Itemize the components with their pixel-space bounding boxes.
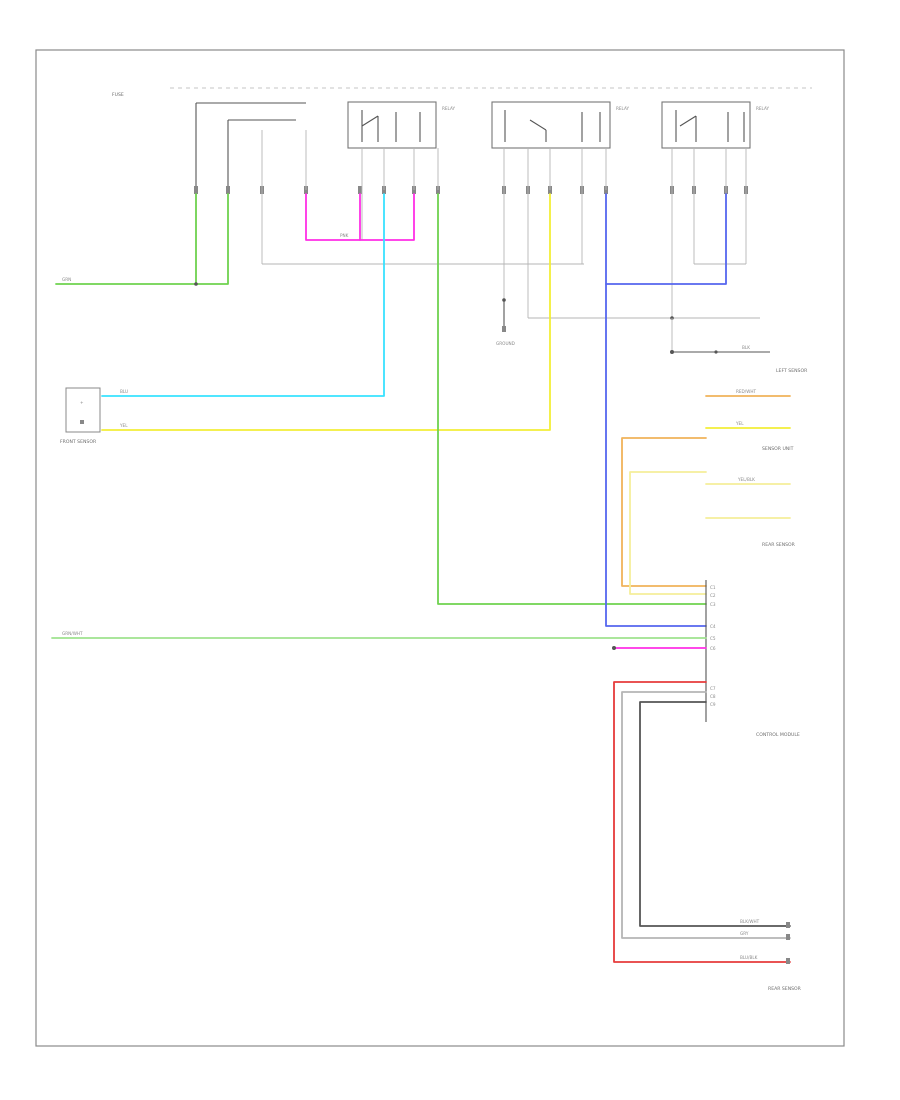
relay-2-label: RELAY xyxy=(616,106,630,111)
wire-label-pnk: PNK xyxy=(340,233,349,238)
relay-1-label: RELAY xyxy=(442,106,456,111)
wire-light-green-left: GRN/WHT xyxy=(51,631,707,639)
relay-1-box xyxy=(347,101,437,149)
wire-magenta-short xyxy=(612,646,707,650)
wire-green-left-feed: GRN xyxy=(55,193,229,286)
wire-magenta-loop: PNK xyxy=(305,193,415,241)
relay-3-label: RELAY xyxy=(756,106,770,111)
wire-cyan-front-sensor: BLU xyxy=(101,193,385,397)
relay-2: RELAY xyxy=(491,101,630,149)
wire-label-blu: BLU xyxy=(120,389,128,394)
ground-relay-2: GROUND xyxy=(496,298,515,346)
pin-c2: C2 xyxy=(710,593,716,598)
control-module-label: CONTROL MODULE xyxy=(756,732,800,738)
wire-dark-loops: BLK/WHT GRY xyxy=(621,691,791,939)
relay-3-box xyxy=(661,101,751,149)
relay-1: RELAY xyxy=(347,101,456,149)
wire-label-yel-blk: YEL/BLK xyxy=(737,477,755,482)
pin-c8: C8 xyxy=(710,694,716,699)
bottom-right-connector: REAR SENSOR xyxy=(768,922,802,992)
pin-c1: C1 xyxy=(710,585,716,590)
front-sensor: + FRONT SENSOR xyxy=(60,387,101,445)
wire-green-module xyxy=(437,193,707,605)
relay-2-box xyxy=(491,101,611,149)
wire-label-grn-1: GRN xyxy=(62,277,71,282)
sensor-unit-wires: RED/WHT YEL YEL/BLK SENSOR UNIT REAR SEN… xyxy=(621,389,796,595)
top-left-label-1: FUSE xyxy=(112,92,124,98)
sensor-unit-label: SENSOR UNIT xyxy=(762,446,794,452)
wire-label-blk-1: BLK xyxy=(742,345,750,350)
front-sensor-box xyxy=(65,387,101,433)
pin-c7: C7 xyxy=(710,686,716,691)
wire-blue xyxy=(605,193,727,627)
svg-text:+: + xyxy=(80,400,84,405)
relay-3: RELAY xyxy=(661,101,770,149)
bottom-right-label: REAR SENSOR xyxy=(768,986,802,992)
gray-relay-drops xyxy=(261,130,760,319)
wire-label-gry: GRY xyxy=(740,931,749,936)
front-sensor-label: FRONT SENSOR xyxy=(60,439,97,445)
wire-label-yel-2: YEL xyxy=(735,421,744,426)
wire-label-blk-wht: BLK/WHT xyxy=(740,919,760,924)
ground-label-1: GROUND xyxy=(496,341,515,346)
top-left-junction: FUSE xyxy=(112,92,306,190)
wire-yellow-front-sensor: YEL xyxy=(101,193,551,431)
pin-c3: C3 xyxy=(710,602,716,607)
left-sensor: BLK LEFT SENSOR xyxy=(670,316,808,374)
diagram-footer xyxy=(34,1043,36,1049)
diagram-frame xyxy=(35,49,845,1047)
top-connector-pins xyxy=(194,186,748,194)
pin-c4: C4 xyxy=(710,624,716,629)
pin-c6: C6 xyxy=(710,646,716,651)
control-module: C1 C2 C3 C4 C5 C6 C7 C8 C9 CONTROL MODUL… xyxy=(705,580,800,738)
wire-label-brn-wht: RED/WHT xyxy=(736,389,756,394)
wire-label-yel: YEL xyxy=(119,423,128,428)
wire-red-loop: BLU/BLK xyxy=(613,681,791,963)
wire-label-red-wht: BLU/BLK xyxy=(740,955,758,960)
left-sensor-label: LEFT SENSOR xyxy=(776,368,808,374)
svg-text:FUSE: FUSE xyxy=(112,92,124,98)
pin-c9: C9 xyxy=(710,702,716,707)
wire-label-grn-wht: GRN/WHT xyxy=(62,631,83,636)
rear-sensor-label: REAR SENSOR xyxy=(762,542,796,548)
pin-c5: C5 xyxy=(710,636,716,641)
